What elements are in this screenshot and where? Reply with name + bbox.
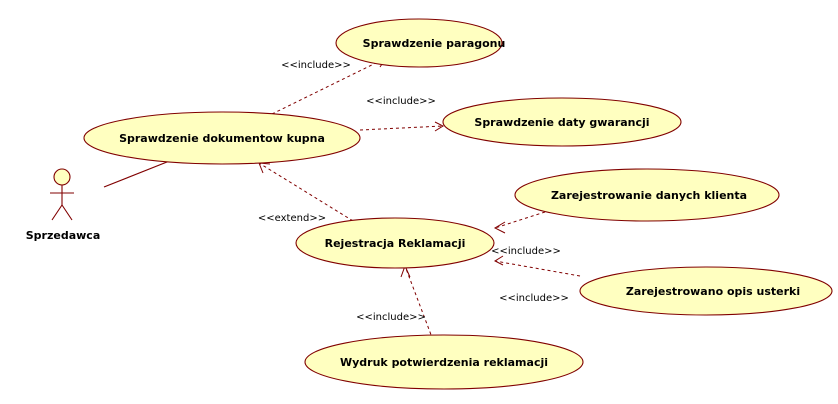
stereotype-include-klient: <<include>> bbox=[491, 246, 561, 257]
stereotype-include-usterka: <<include>> bbox=[499, 293, 569, 304]
usecase-label: Rejestracja Reklamacji bbox=[325, 237, 466, 250]
relation-include-usterka bbox=[493, 255, 581, 277]
usecase-label: Sprawdzenie paragonu bbox=[363, 37, 506, 50]
usecase-label: Sprawdzenie daty gwarancji bbox=[474, 116, 649, 129]
usecase-zarejestrowano-opis-usterki[interactable]: Zarejestrowano opis usterki bbox=[579, 266, 833, 316]
usecase-label: Zarejestrowanie danych klienta bbox=[551, 189, 747, 202]
relation-include-wydruk bbox=[400, 264, 434, 341]
usecase-label: Sprawdzenie dokumentow kupna bbox=[119, 132, 325, 145]
usecase-zarejestrowanie-danych-klienta[interactable]: Zarejestrowanie danych klienta bbox=[514, 168, 780, 222]
stereotype-include-gwarancja: <<include>> bbox=[366, 96, 436, 107]
actor-label: Sprzedawca bbox=[26, 229, 101, 242]
relation-include-klient bbox=[493, 211, 546, 234]
stereotype-include-wydruk: <<include>> bbox=[356, 312, 426, 323]
usecase-rejestracja-reklamacji[interactable]: Rejestracja Reklamacji bbox=[295, 217, 495, 269]
stereotype-include-paragon: <<include>> bbox=[281, 60, 351, 71]
actor-left-leg bbox=[51, 204, 63, 221]
usecase-label: Zarejestrowano opis usterki bbox=[626, 285, 800, 298]
usecase-wydruk-potwierdzenia-reklamacji[interactable]: Wydruk potwierdzenia reklamacji bbox=[304, 334, 584, 390]
actor-head bbox=[53, 168, 71, 186]
usecase-sprawdzenie-daty-gwarancji[interactable]: Sprawdzenie daty gwarancji bbox=[442, 97, 682, 147]
usecase-label: Wydruk potwierdzenia reklamacji bbox=[340, 356, 548, 369]
actor-sprzedawca[interactable]: Sprzedawca bbox=[26, 168, 101, 242]
stereotype-extend-reklamacja: <<extend>> bbox=[258, 213, 326, 224]
usecase-sprawdzenie-dokumentow-kupna[interactable]: Sprawdzenie dokumentow kupna bbox=[83, 111, 361, 165]
association-actor-dokumenty bbox=[103, 159, 173, 188]
usecase-sprawdzenie-paragonu[interactable]: Sprawdzenie paragonu bbox=[335, 18, 506, 68]
actor-right-leg bbox=[61, 204, 73, 221]
relation-include-gwarancja bbox=[359, 121, 445, 132]
